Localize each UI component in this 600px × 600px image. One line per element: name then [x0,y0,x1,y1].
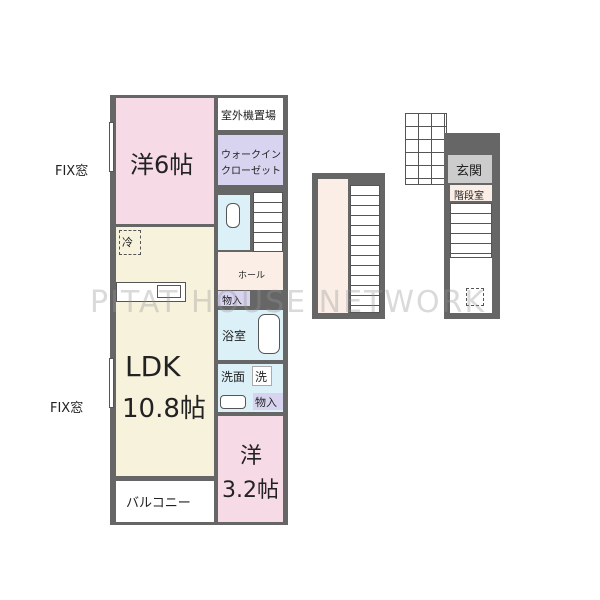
western-room-3-2 [218,416,283,522]
fix-window-2 [109,358,114,408]
ldk-label-1: LDK [125,350,181,383]
watermark: PITAT HOUSE NETWORK [90,285,487,320]
western-room-6 [116,98,214,224]
entrance-label: 玄関 [456,164,483,179]
storage-1 [218,291,250,306]
fridge-space [119,230,141,255]
toilet-icon [226,203,240,228]
stairs-upper [350,185,380,313]
storage-2 [253,393,283,410]
storage-2-label: 物入 [255,396,277,409]
hall [218,252,283,290]
sink-icon [157,285,181,298]
fix-window-2-label: FIX窓 [50,401,84,416]
stairs-entrance [450,203,492,258]
western-room-3-2-label-1: 洋 [240,444,263,469]
stairwell-band [450,185,492,201]
washbasin-icon [220,395,246,409]
storage-1-label: 物入 [222,296,242,307]
balcony [116,481,214,522]
bathtub-icon [258,314,280,354]
stairwell-label: 階段室 [454,191,484,202]
walk-in-closet-label-2: クローゼット [221,166,281,177]
ldk [116,227,214,476]
bathroom-label: 浴室 [222,329,247,343]
outdoor-unit-area [218,98,283,130]
western-room-6-label: 洋6帖 [130,151,194,179]
hatch-icon [466,288,484,306]
fix-window-1-label: FIX窓 [55,164,89,179]
walk-in-closet [218,135,283,185]
washer-label: 洗 [255,370,268,384]
ldk-label-2: 10.8帖 [122,394,206,424]
entrance [448,155,492,183]
balcony-label: バルコニー [126,496,191,511]
fridge-label: 冷 [122,236,133,249]
outdoor-unit-label: 室外機置場 [221,109,276,122]
stair-remainder [450,258,492,313]
upper-floor-room [318,179,348,313]
western-room-3-2-label-2: 3.2帖 [222,478,279,503]
hall-label: ホール [238,271,266,281]
washroom-label: 洗面 [221,370,246,384]
washer-space [252,366,272,386]
stairs-1f [253,192,283,252]
entrance-porch [405,113,447,185]
walk-in-closet-label-1: ウォークイン [221,150,281,161]
fix-window-1 [109,122,114,172]
